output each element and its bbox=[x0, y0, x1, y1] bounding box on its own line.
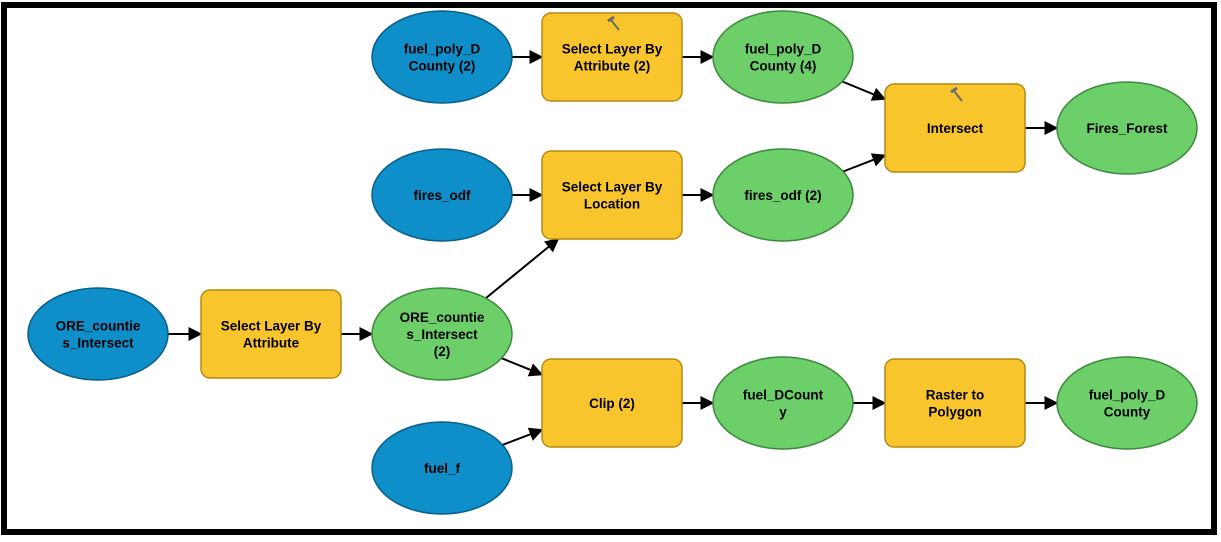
node-fires_forest[interactable]: Fires_Forest bbox=[1056, 81, 1198, 175]
tool-box[interactable] bbox=[541, 150, 683, 240]
node-label: Select Layer By Attribute (2) bbox=[562, 42, 663, 74]
node-label: Intersect bbox=[927, 121, 984, 136]
node-label: fuel_poly_D County bbox=[1089, 388, 1166, 420]
nodes-layer: fuel_poly_D County (2) Select Layer By Attr… bbox=[27, 10, 1198, 515]
hammer-icon bbox=[607, 15, 620, 31]
output-data-ellipse[interactable] bbox=[1056, 356, 1198, 450]
node-clip_2[interactable]: Clip (2) bbox=[541, 358, 683, 448]
node-select_layer_by_location[interactable]: Select Layer By Location bbox=[541, 150, 683, 240]
node-label-line: fuel_poly_D bbox=[404, 42, 481, 57]
node-fires_odf_2[interactable]: fires_odf (2) bbox=[712, 148, 854, 242]
node-label: Fires_Forest bbox=[1086, 121, 1168, 136]
output-data-ellipse[interactable] bbox=[712, 356, 854, 450]
connector-fuel_f-to-clip_2 bbox=[502, 427, 544, 446]
node-label: fuel_poly_D County (4) bbox=[745, 42, 822, 74]
output-data-ellipse[interactable] bbox=[371, 287, 513, 381]
node-fuel_f[interactable]: fuel_f bbox=[371, 421, 513, 515]
node-label-line: County (2) bbox=[409, 59, 476, 74]
node-label-line: Fires_Forest bbox=[1086, 121, 1168, 136]
input-data-ellipse[interactable] bbox=[27, 287, 169, 381]
input-data-ellipse[interactable] bbox=[371, 10, 513, 104]
node-label-line: ORE_countie bbox=[400, 310, 485, 325]
node-label: ORE_countie s_Intersect bbox=[56, 319, 141, 351]
input-data-ellipse[interactable] bbox=[371, 421, 513, 515]
node-label-line: fuel_DCount bbox=[743, 388, 824, 403]
node-label-line: y bbox=[779, 405, 787, 420]
tool-box[interactable] bbox=[884, 83, 1026, 173]
node-select_layer_by_attribute_2[interactable]: Select Layer By Attribute (2) bbox=[541, 12, 683, 102]
node-ore_counties_intersect_2[interactable]: ORE_countie s_Intersect (2) bbox=[371, 287, 513, 381]
node-label-line: Attribute bbox=[243, 336, 300, 351]
node-ore_counties_intersect[interactable]: ORE_countie s_Intersect bbox=[27, 287, 169, 381]
node-label-line: fuel_poly_D bbox=[745, 42, 822, 57]
node-label-line: s_Intersect bbox=[406, 327, 478, 342]
node-label-line: fuel_poly_D bbox=[1089, 388, 1166, 403]
connector-fuel_poly_d_county_4-to-intersect bbox=[841, 80, 887, 101]
node-intersect[interactable]: Intersect bbox=[884, 83, 1026, 173]
node-label-line: Select Layer By bbox=[562, 180, 663, 195]
node-label-line: Clip (2) bbox=[589, 396, 635, 411]
node-fuel_poly_d_county[interactable]: fuel_poly_D County bbox=[1056, 356, 1198, 450]
node-label-line: County (4) bbox=[750, 59, 817, 74]
node-label-line: Select Layer By bbox=[562, 42, 663, 57]
node-raster_to_polygon[interactable]: Raster to Polygon bbox=[884, 358, 1026, 448]
output-data-ellipse[interactable] bbox=[712, 10, 854, 104]
connector-ore_counties_intersect_2-to-clip_2 bbox=[501, 357, 544, 377]
node-label: fuel_poly_D County (2) bbox=[404, 42, 481, 74]
node-label-line: (2) bbox=[434, 344, 451, 359]
output-data-ellipse[interactable] bbox=[1056, 81, 1198, 175]
node-label-line: Polygon bbox=[928, 405, 981, 420]
node-label-line: Raster to bbox=[926, 388, 985, 403]
output-data-ellipse[interactable] bbox=[712, 148, 854, 242]
node-fuel_poly_d_county_4[interactable]: fuel_poly_D County (4) bbox=[712, 10, 854, 104]
node-label-line: County bbox=[1104, 405, 1151, 420]
tool-box[interactable] bbox=[884, 358, 1026, 448]
node-label-line: fires_odf (2) bbox=[744, 188, 821, 203]
node-label: fires_odf bbox=[413, 188, 471, 203]
node-label: ORE_countie s_Intersect (2) bbox=[400, 310, 485, 359]
node-label: Clip (2) bbox=[589, 396, 635, 411]
node-label: Raster to Polygon bbox=[926, 388, 985, 420]
node-label: fires_odf (2) bbox=[744, 188, 821, 203]
connector-fires_odf_2-to-intersect bbox=[842, 153, 887, 173]
node-label-line: Attribute (2) bbox=[574, 59, 651, 74]
node-label-line: fuel_f bbox=[424, 461, 461, 476]
node-label-line: Select Layer By bbox=[221, 319, 322, 334]
input-data-ellipse[interactable] bbox=[371, 148, 513, 242]
connector-ore_counties_intersect_2-to-select_layer_by_location bbox=[485, 238, 560, 299]
node-label-line: s_Intersect bbox=[62, 336, 134, 351]
node-label: fuel_f bbox=[424, 461, 461, 476]
node-label-line: ORE_countie bbox=[56, 319, 141, 334]
node-label-line: fires_odf bbox=[413, 188, 471, 203]
node-label: Select Layer By Attribute bbox=[221, 319, 322, 351]
edges-layer bbox=[168, 50, 1059, 446]
node-label-line: Intersect bbox=[927, 121, 984, 136]
node-label-line: Location bbox=[584, 197, 640, 212]
tool-box[interactable] bbox=[200, 289, 342, 379]
tool-box[interactable] bbox=[541, 12, 683, 102]
node-fires_odf[interactable]: fires_odf bbox=[371, 148, 513, 242]
tool-box[interactable] bbox=[541, 358, 683, 448]
node-label: Select Layer By Location bbox=[562, 180, 663, 212]
hammer-icon bbox=[950, 86, 963, 102]
node-select_layer_by_attribute[interactable]: Select Layer By Attribute bbox=[200, 289, 342, 379]
node-fuel_poly_d_county_2[interactable]: fuel_poly_D County (2) bbox=[371, 10, 513, 104]
